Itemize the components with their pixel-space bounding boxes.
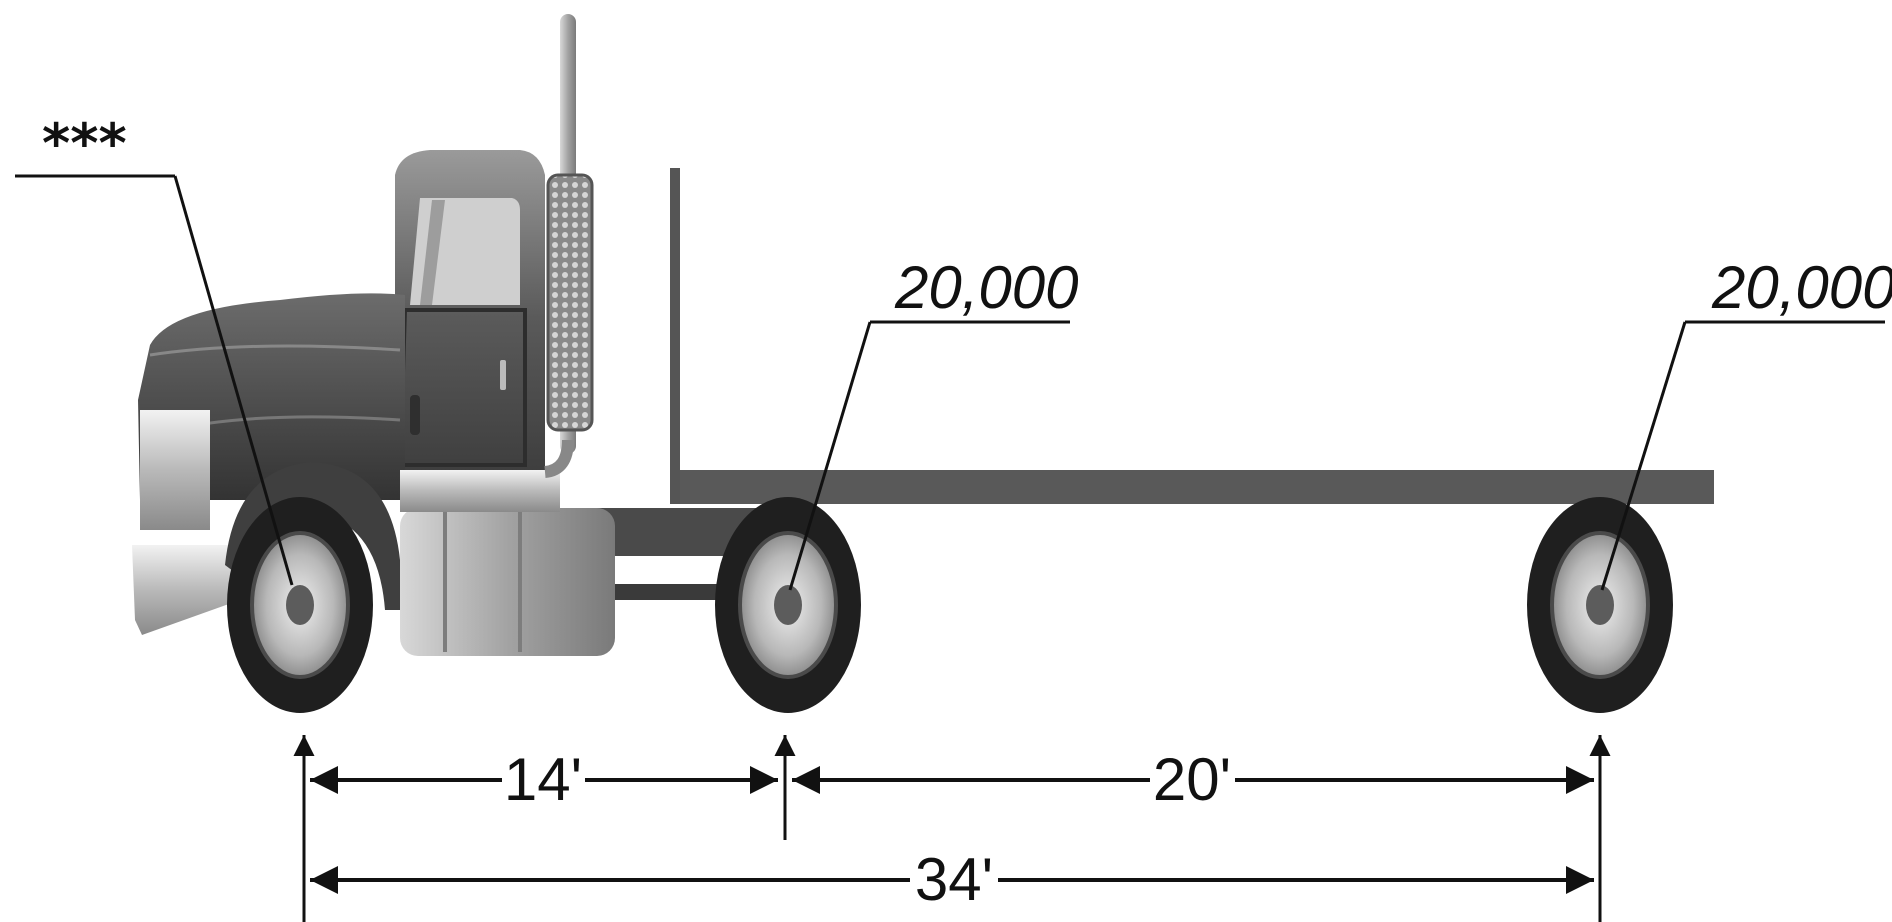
grille — [140, 410, 210, 530]
truck — [132, 14, 1714, 656]
drive-wheel — [715, 497, 861, 713]
dimension-lines: 14' 20' 34' — [293, 735, 1611, 922]
fuel-tank — [400, 508, 615, 656]
front-bumper — [132, 545, 240, 635]
front-wheel — [227, 497, 373, 713]
dimension-drive-to-rear: 20' — [792, 746, 1594, 813]
dimension-label-34: 34' — [915, 846, 993, 913]
rear-wheel — [1527, 497, 1673, 713]
drive-axle-callout: 20,000 — [788, 254, 1079, 591]
headboard-post — [670, 168, 680, 504]
dimension-front-to-drive: 14' — [310, 746, 778, 813]
dimension-label-20: 20' — [1153, 746, 1231, 813]
rear-axle-callout: 20,000 — [1600, 254, 1892, 591]
drive-axle-load-label: 20,000 — [894, 254, 1079, 321]
exhaust-heat-shield — [546, 173, 594, 432]
rear-axle-load-label: 20,000 — [1711, 254, 1892, 321]
front-axle-load-label: *** — [42, 112, 127, 175]
flatbed-deck — [672, 470, 1714, 504]
dimension-label-14: 14' — [504, 746, 582, 813]
cab-step — [400, 470, 560, 512]
front-axle-callout: *** — [15, 112, 294, 586]
dimension-overall: 34' — [310, 846, 1594, 913]
